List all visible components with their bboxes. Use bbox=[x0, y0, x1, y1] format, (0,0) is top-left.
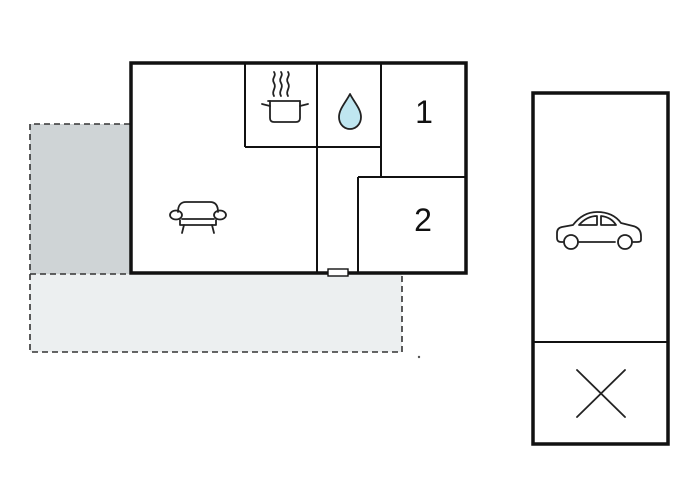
car-icon bbox=[556, 211, 642, 250]
interior-walls bbox=[244, 63, 466, 273]
sofa-icon bbox=[169, 201, 227, 234]
cooking-pot-icon bbox=[261, 71, 309, 123]
house-outline bbox=[129, 61, 468, 275]
terrace-area bbox=[29, 123, 421, 359]
cross-icon bbox=[576, 369, 626, 418]
covered-terrace bbox=[30, 124, 130, 274]
parking-outline bbox=[531, 91, 670, 446]
water-drop-icon bbox=[338, 93, 362, 130]
terrace-marker bbox=[417, 355, 421, 359]
open-terrace bbox=[30, 274, 402, 352]
terrace-outline bbox=[29, 123, 403, 353]
bedroom-1-label: 1 bbox=[415, 94, 433, 130]
entrance-door bbox=[327, 268, 349, 277]
bedroom-2-label: 2 bbox=[414, 202, 432, 238]
